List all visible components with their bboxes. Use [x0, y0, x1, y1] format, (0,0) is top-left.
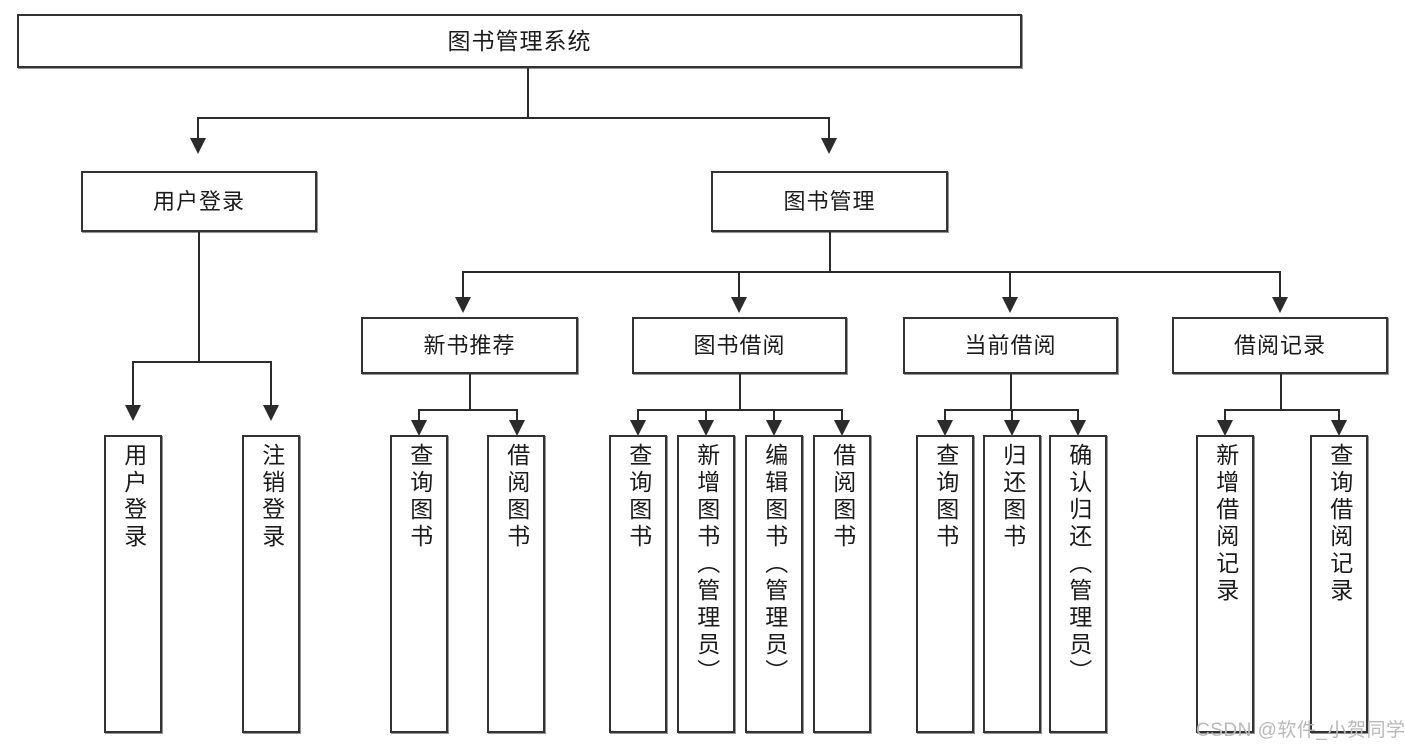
connector-new-book-to-leaf-1: [516, 409, 518, 423]
node-label: 新书推荐: [423, 332, 516, 358]
connector-book-mgmt-to-book-borrow: [738, 271, 740, 299]
node-root-system[interactable]: 图书管理系统: [17, 14, 1022, 68]
node-book-management[interactable]: 图书管理: [711, 171, 948, 232]
arrow-book-mgmt-to-book-borrow: [731, 297, 747, 313]
arrow-user-login-to-leaf-0: [125, 405, 141, 421]
connector-root-to-user-login: [197, 117, 199, 141]
connector-user-login-to-leaf-1: [270, 361, 272, 407]
node-current-borrow[interactable]: 当前借阅: [903, 317, 1118, 374]
connector-book-mgmt-to-borrow-records: [1279, 271, 1281, 299]
arrow-borrow-records-to-leaf-0: [1217, 420, 1233, 436]
arrow-book-borrow-to-leaf-0: [630, 420, 646, 436]
connector-book-borrow-to-leaf-0: [637, 409, 639, 423]
leaf-label: 查询借阅记录: [1326, 443, 1353, 605]
arrow-borrow-records-to-leaf-1: [1331, 420, 1347, 436]
connector-book-mgmt-to-current-borrow: [1009, 271, 1011, 299]
connector-user-login-to-leaf-0: [132, 361, 134, 407]
leaf-label: 查询图书: [406, 443, 433, 551]
connector-borrow-records-to-leaf-0: [1224, 409, 1226, 423]
connector-book-borrow-to-leaf-3: [841, 409, 843, 423]
connector-current-borrow-to-leaf-0: [944, 409, 946, 423]
node-user-login[interactable]: 用户登录: [81, 171, 317, 232]
leaf-label: 新增图书（管理员）: [693, 443, 720, 686]
leaf-book-borrow-0[interactable]: 查询图书: [609, 435, 667, 733]
connector-user-login-bus: [132, 361, 270, 363]
connector-new-book-to-leaf-0: [418, 409, 420, 423]
leaf-label: 查询图书: [932, 443, 959, 551]
leaf-borrow-records-0[interactable]: 新增借阅记录: [1196, 435, 1254, 733]
leaf-label: 查询图书: [625, 443, 652, 551]
connector-book-mgmt-bus: [462, 271, 1280, 273]
node-new-book-recommend[interactable]: 新书推荐: [361, 317, 578, 374]
arrow-new-book-to-leaf-0: [411, 420, 427, 436]
arrow-book-borrow-to-leaf-3: [834, 420, 850, 436]
leaf-user-login-1[interactable]: 注销登录: [242, 435, 300, 733]
connector-current-borrow-stem: [1010, 374, 1012, 410]
connector-book-mgmt-to-new-book: [462, 271, 464, 299]
connector-current-borrow-to-leaf-2: [1077, 409, 1079, 423]
leaf-current-borrow-0[interactable]: 查询图书: [916, 435, 974, 733]
leaf-label: 编辑图书（管理员）: [761, 443, 788, 686]
node-book-borrow[interactable]: 图书借阅: [632, 317, 847, 374]
connector-new-book-bus: [418, 409, 518, 411]
leaf-book-borrow-2[interactable]: 编辑图书（管理员）: [745, 435, 803, 733]
node-label: 图书借阅: [693, 332, 786, 358]
leaf-new-book-recommend-1[interactable]: 借阅图书: [487, 435, 545, 733]
node-borrow-records[interactable]: 借阅记录: [1172, 317, 1388, 374]
connector-book-borrow-to-leaf-1: [705, 409, 707, 423]
arrow-root-to-user-login: [190, 138, 206, 154]
node-label: 用户登录: [152, 188, 245, 214]
node-label: 当前借阅: [964, 332, 1057, 358]
node-label: 图书管理: [783, 188, 876, 214]
connector-borrow-records-stem: [1280, 374, 1282, 410]
leaf-label: 用户登录: [120, 443, 147, 551]
arrow-root-to-book-mgmt: [821, 138, 837, 154]
connector-root-to-book-mgmt: [828, 117, 830, 141]
connector-current-borrow-to-leaf-1: [1011, 409, 1013, 423]
arrow-current-borrow-to-leaf-1: [1004, 420, 1020, 436]
connector-borrow-records-to-leaf-1: [1338, 409, 1340, 423]
connector-borrow-records-bus: [1224, 409, 1340, 411]
leaf-label: 归还图书: [999, 443, 1026, 551]
arrow-new-book-to-leaf-1: [509, 420, 525, 436]
connector-book-mgmt-stem: [829, 232, 831, 272]
node-label: 借阅记录: [1233, 332, 1326, 358]
connector-new-book-stem: [469, 374, 471, 410]
leaf-label: 确认归还（管理员）: [1065, 443, 1092, 686]
leaf-label: 借阅图书: [503, 443, 530, 551]
leaf-book-borrow-1[interactable]: 新增图书（管理员）: [677, 435, 735, 733]
leaf-borrow-records-1[interactable]: 查询借阅记录: [1310, 435, 1368, 733]
arrow-book-mgmt-to-borrow-records: [1272, 297, 1288, 313]
node-label: 图书管理系统: [447, 27, 592, 54]
connector-user-login-stem: [198, 232, 200, 362]
leaf-user-login-0[interactable]: 用户登录: [104, 435, 162, 733]
connector-book-borrow-stem: [739, 374, 741, 410]
connector-book-borrow-bus: [637, 409, 843, 411]
arrow-book-borrow-to-leaf-2: [766, 420, 782, 436]
arrow-user-login-to-leaf-1: [263, 405, 279, 421]
connector-root-stem: [527, 68, 529, 118]
leaf-label: 借阅图书: [829, 443, 856, 551]
arrow-book-mgmt-to-new-book: [455, 297, 471, 313]
arrow-current-borrow-to-leaf-2: [1070, 420, 1086, 436]
arrow-book-borrow-to-leaf-1: [698, 420, 714, 436]
leaf-label: 注销登录: [258, 443, 285, 551]
arrow-book-mgmt-to-current-borrow: [1002, 297, 1018, 313]
connector-book-borrow-to-leaf-2: [773, 409, 775, 423]
leaf-current-borrow-1[interactable]: 归还图书: [983, 435, 1041, 733]
leaf-new-book-recommend-0[interactable]: 查询图书: [390, 435, 448, 733]
leaf-book-borrow-3[interactable]: 借阅图书: [813, 435, 871, 733]
arrow-current-borrow-to-leaf-0: [937, 420, 953, 436]
leaf-label: 新增借阅记录: [1212, 443, 1239, 605]
connector-root-bus: [197, 117, 830, 119]
leaf-current-borrow-2[interactable]: 确认归还（管理员）: [1049, 435, 1107, 733]
